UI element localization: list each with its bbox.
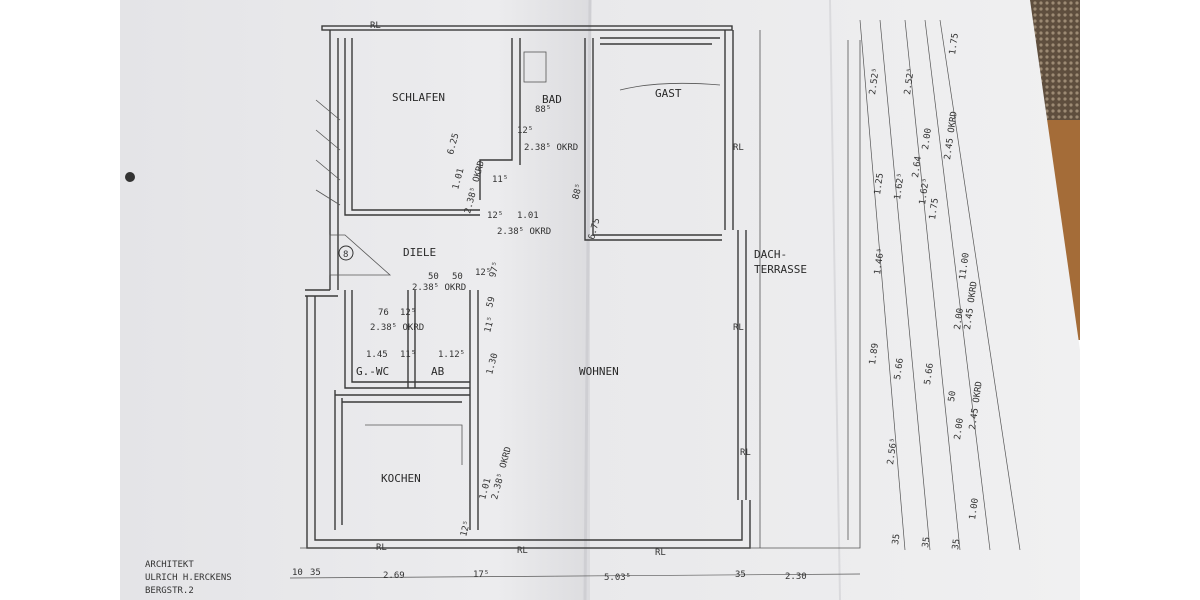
dim-label: 12⁵ [400, 308, 416, 318]
room-label-schlafen: SCHLAFEN [392, 91, 445, 104]
dim-label: 2.38⁵ OKRD [412, 283, 466, 293]
dim-label: 1.46⁵ [873, 247, 887, 275]
walls [300, 25, 861, 549]
dim-label: 35 [951, 538, 962, 550]
window-mark: RL [733, 323, 744, 333]
dim-label: 11⁵ [400, 350, 416, 360]
architect-name: ULRICH H.ERCKENS [145, 573, 232, 583]
dim-label: 2.38⁵ OKRD [370, 323, 424, 333]
architect-address: BERGSTR.2 [145, 586, 194, 596]
room-label-gast: GAST [655, 87, 682, 100]
dim-label: 2.56⁵ [886, 437, 900, 465]
dim-label: 1.75 [948, 33, 961, 56]
window-mark: RL [370, 21, 381, 31]
dim-label: 11⁵ [492, 175, 508, 185]
dim-label: 12⁵ [459, 519, 473, 537]
dim-label: 11⁵ [483, 315, 497, 333]
dim-label: 35 [921, 536, 932, 548]
dim-label: 2.38⁵ OKRD [497, 227, 551, 237]
dim-label: 12⁵ [517, 126, 533, 136]
window-mark: RL [655, 548, 666, 558]
window-mark: RL [517, 546, 528, 556]
dim-label: 12⁵ [475, 268, 491, 278]
dim-label: 1.45 [366, 350, 388, 360]
room-label-wohnen: WOHNEN [579, 365, 619, 378]
window-mark: RL [733, 143, 744, 153]
dim-label: 12⁵ [487, 211, 503, 221]
paper-fold [583, 0, 592, 600]
room-label-diele: DIELE [403, 246, 436, 259]
dim-label: 50 [428, 272, 439, 282]
dim-label: 1.25 [873, 173, 886, 196]
dim-label: 1.62⁵ [893, 172, 907, 200]
dim-label: 2.69 [383, 571, 405, 581]
dim-label: 97⁵ [488, 260, 502, 278]
stair-number: 8 [343, 250, 348, 260]
dim-label: 50 [452, 272, 463, 282]
dim-label: 2.38⁵ OKRD [524, 143, 578, 153]
room-label-dach: DACH- [754, 248, 787, 261]
dim-label: 2.64 [911, 156, 924, 179]
dim-label: 10 [292, 568, 303, 578]
paper-fold [829, 0, 841, 600]
dim-label: 88⁵ [535, 105, 551, 115]
window-mark: RL [376, 543, 387, 553]
dim-label: 76 [378, 308, 389, 318]
dim-label: 17⁵ [473, 570, 489, 580]
dim-label: 11.00 [958, 252, 972, 280]
dim-label: 1.75 [928, 198, 941, 221]
dim-label: 1.62⁵ [918, 177, 932, 205]
dim-label: 59 [485, 296, 497, 309]
room-label-ab: AB [431, 365, 445, 378]
dim-label: 88⁵ [571, 182, 585, 200]
dim-label: 1.00 [968, 498, 981, 521]
bottom-dimensions: 10 35 2.69 17⁵ 5.03⁵ 35 2.30 [292, 568, 807, 583]
room-label-gwc: G.-WC [356, 365, 389, 378]
dim-label: 2.52⁵ [868, 67, 882, 95]
dim-label: 2.00 [953, 308, 966, 331]
window-mark: RL [740, 448, 751, 458]
dim-label: 35 [310, 568, 321, 578]
dim-label: 50 [947, 390, 958, 402]
dim-label: 5.66 [923, 363, 936, 386]
dim-label: 2.52⁵ [903, 67, 917, 95]
room-label-terrasse: TERRASSE [754, 263, 807, 276]
dim-label: 1.01 [517, 211, 539, 221]
architect-title: ARCHITEKT [145, 560, 194, 570]
dim-label: 5.66 [893, 358, 906, 381]
dimension-lines [289, 19, 1021, 579]
dim-label: 5.03⁵ [604, 573, 631, 583]
paper-left-half [120, 0, 590, 600]
room-label-bad: BAD [542, 93, 562, 106]
room-label-kochen: KOCHEN [381, 472, 421, 485]
stair-number-circle [338, 245, 354, 261]
dim-label: 2.00 [953, 418, 966, 441]
dim-label: 35 [891, 533, 902, 545]
dim-label: 35 [735, 570, 746, 580]
dim-label: 2.30 [785, 572, 807, 582]
dim-label: 2.00 [921, 128, 934, 151]
dim-label: 1.89 [868, 343, 881, 366]
pin [125, 172, 135, 182]
dim-label: 1.12⁵ [438, 350, 465, 360]
